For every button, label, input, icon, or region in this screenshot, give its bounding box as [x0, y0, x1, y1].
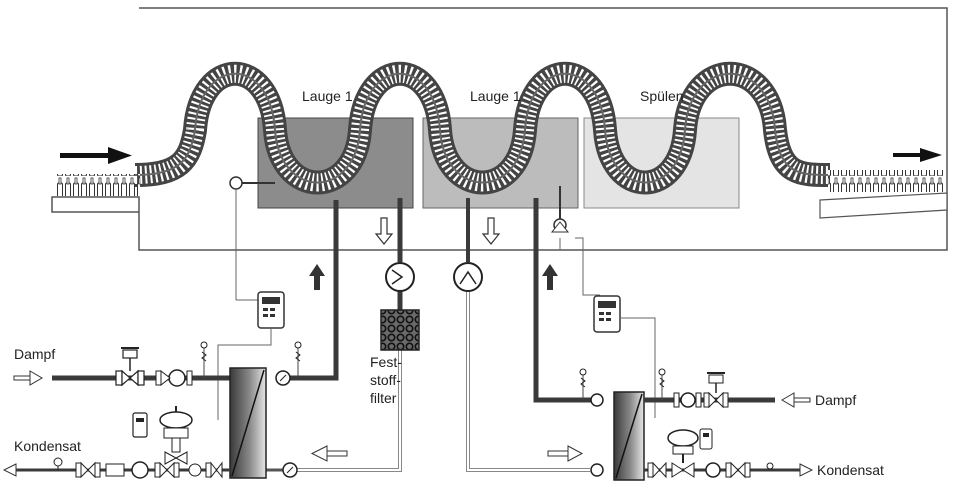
gauge-icon — [200, 341, 208, 378]
thermometer-icon — [550, 186, 570, 250]
thermometer-icon — [229, 176, 275, 300]
filter-icon — [380, 309, 420, 351]
flow-arrow-icon — [481, 217, 501, 245]
tank-label-lauge-1b: Lauge 1 — [470, 88, 521, 104]
valve-icon — [132, 406, 193, 465]
filter-label-line2: stoff- — [370, 372, 401, 388]
steam-label-left: Dampf — [14, 346, 56, 362]
pump-icon — [453, 262, 483, 292]
flow-arrow-icon — [781, 392, 811, 408]
valve-icon — [115, 347, 145, 387]
flow-arrow-icon — [547, 445, 584, 462]
gauge-icon — [282, 462, 298, 478]
pump-icon — [385, 262, 415, 292]
controller-icon — [593, 295, 621, 333]
valve-icon — [673, 372, 729, 409]
flow-arrow-icon — [310, 445, 348, 462]
valve-icon — [155, 369, 193, 387]
heat-exchanger-icon — [229, 367, 267, 479]
gauge-icon — [590, 463, 604, 477]
outfeed-bottles — [828, 170, 944, 192]
condensate-label-left: Kondensat — [14, 438, 81, 454]
heat-exchanger-icon — [613, 391, 645, 481]
filter-label-line3: filter — [370, 390, 397, 406]
outfeed-ramp — [819, 192, 948, 219]
condensate-label-right: Kondensat — [817, 462, 884, 478]
pipe-return-left — [290, 200, 339, 381]
tank-label-lauge-1a: Lauge 1 — [302, 88, 353, 104]
infeed-bottles — [56, 174, 140, 196]
pipe-return-right — [533, 198, 595, 403]
flow-arrow-icon — [542, 264, 558, 290]
filter-label-line1: Fest- — [370, 354, 402, 370]
flow-arrow-icon — [309, 264, 325, 290]
flow-arrow-icon — [13, 370, 43, 386]
gauge-icon — [294, 341, 302, 378]
steam-label-right: Dampf — [815, 392, 857, 408]
flow-arrow-icon — [374, 217, 394, 245]
valve-icon — [53, 457, 223, 479]
flow-arrow-icon — [60, 147, 132, 164]
gauge-icon — [275, 370, 291, 386]
gauge-icon — [579, 368, 604, 407]
controller-icon — [257, 291, 285, 329]
flow-arrow-icon — [893, 148, 942, 162]
valve-icon — [647, 428, 774, 479]
tank-label-spuelen: Spülen — [640, 88, 684, 104]
gauge-icon — [658, 368, 666, 400]
